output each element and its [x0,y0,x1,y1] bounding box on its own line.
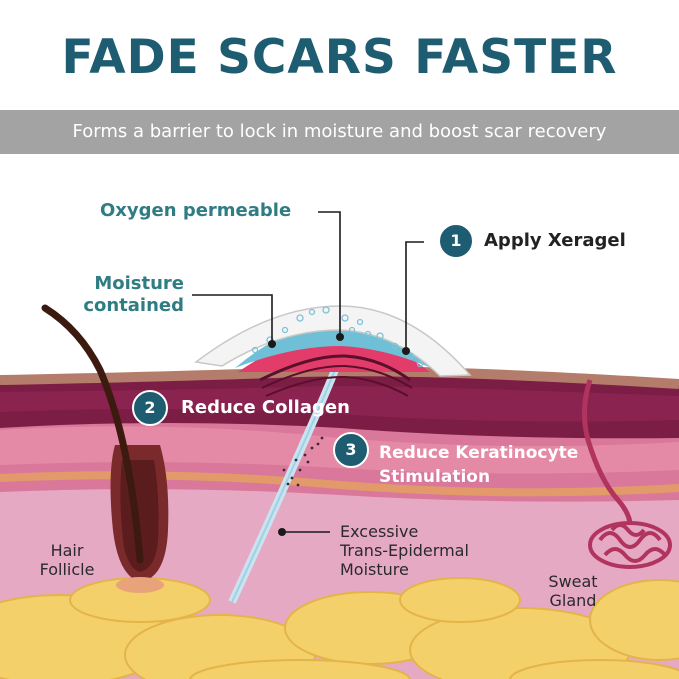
subtitle: Forms a barrier to lock in moisture and … [72,121,607,142]
sweat-label-line2: Gland [549,591,597,610]
moisture-leader [192,294,273,344]
oxygen-permeable-label: Oxygen permeable [100,200,292,221]
tem-label-line1: Excessive [340,522,419,541]
tem-label-line2: Trans-Epidermal [340,541,469,560]
step-1-label: Apply Xeragel [484,230,626,251]
hair-shaft [41,304,144,564]
hair-label-line1: Hair [50,541,84,560]
tem-label: Excessive Trans-Epidermal Moisture [340,522,469,579]
sweat-gland-coil [588,521,672,569]
step-1-badge: 1 [438,223,474,259]
moisture-label-line2: contained [83,295,184,316]
scar-tissue [238,331,430,372]
oxygen-leader [318,211,341,336]
tem-label-line3: Moisture [340,560,409,579]
sweat-label-line1: Sweat [548,572,598,591]
sweat-duct [582,379,633,531]
fat-layer [0,577,679,679]
step-2-badge: 2 [132,390,168,426]
hair-label-line2: Follicle [39,560,95,579]
step-3-label-line2: Stimulation [379,467,491,487]
xeragel-film [194,305,472,377]
step-3-label: Reduce Keratinocyte Stimulation [379,441,578,489]
step-3-label-line1: Reduce Keratinocyte [379,443,579,463]
moisture-contained-label: Moisture contained [72,273,184,317]
dermis-boundary [0,471,679,497]
page-title: FADE SCARS FASTER [61,30,618,85]
hair-follicle-label: Hair Follicle [38,541,96,579]
subtitle-bar [0,110,679,154]
moisture-label-line1: Moisture [94,273,184,294]
keratinocyte-dots [282,436,324,487]
xeragel-leader [405,241,424,350]
step-2-label: Reduce Collagen [181,397,350,418]
step-3-badge: 3 [333,432,369,468]
sweat-gland-label: Sweat Gland [538,572,608,610]
